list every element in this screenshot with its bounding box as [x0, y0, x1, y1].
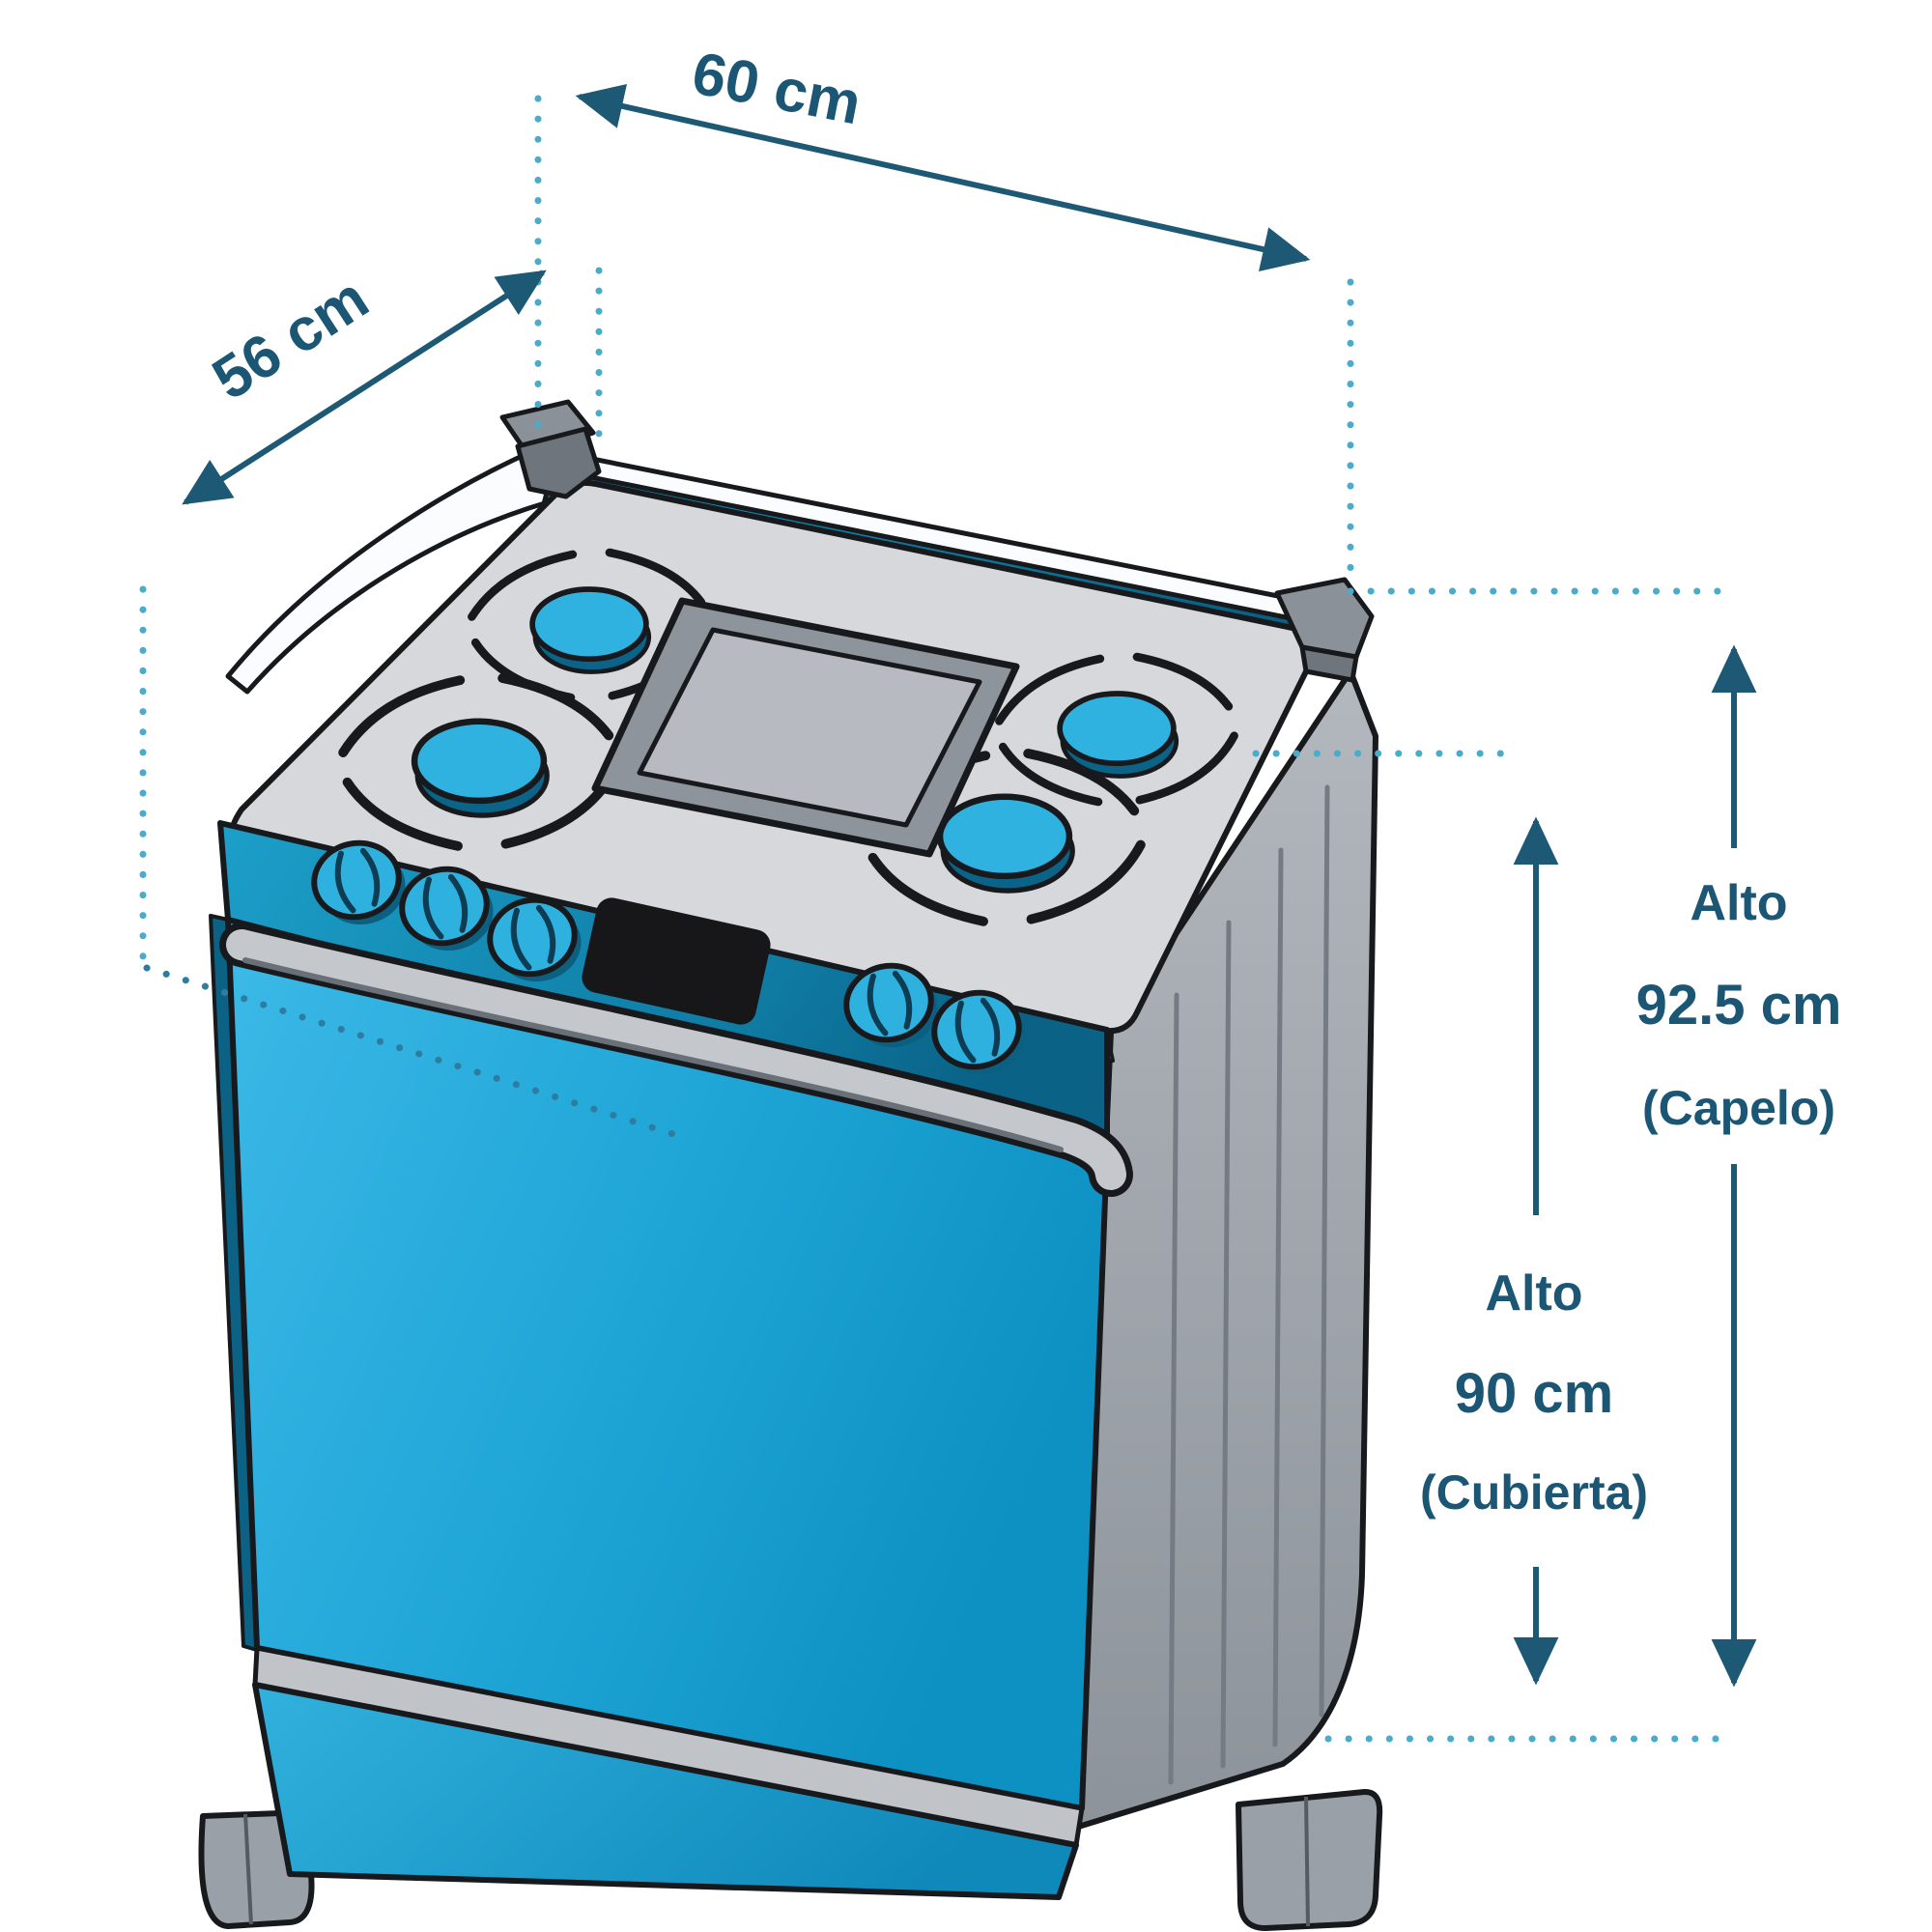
cubierta-label-alto: Alto — [1485, 1265, 1582, 1321]
foot-right — [1236, 1789, 1383, 1931]
griddle — [591, 597, 1020, 858]
oven-handle — [219, 923, 1133, 1197]
side-panel-ridges — [1168, 784, 1330, 1785]
capelo-label-alto: Alto — [1690, 875, 1787, 931]
capelo-height-label: Alto 92.5 cm (Capelo) — [1636, 875, 1842, 1135]
cubierta-label-name: (Cubierta) — [1420, 1465, 1648, 1520]
width-arrow — [575, 83, 1311, 272]
burner-cap-front-left — [414, 722, 547, 815]
capelo-hinge-right — [1274, 577, 1375, 683]
dimension-arrows — [182, 83, 1757, 1688]
storage-drawer — [252, 1682, 1079, 1900]
capelo-label-name: (Capelo) — [1642, 1081, 1835, 1135]
burner-cap-front-right — [940, 797, 1072, 891]
cubierta-label-value: 90 cm — [1455, 1362, 1613, 1425]
capelo-label-value: 92.5 cm — [1636, 974, 1842, 1037]
depth-arrow — [182, 270, 547, 505]
width-label: 60 cm — [687, 40, 867, 137]
depth-label: 56 cm — [201, 265, 380, 413]
burner-cap-rear-right — [1060, 694, 1177, 777]
stove-illustration — [198, 399, 1383, 1931]
oven-display — [582, 897, 771, 1025]
cubierta-height-label: Alto 90 cm (Cubierta) — [1420, 1265, 1648, 1520]
burner-cap-rear-left — [532, 589, 649, 672]
